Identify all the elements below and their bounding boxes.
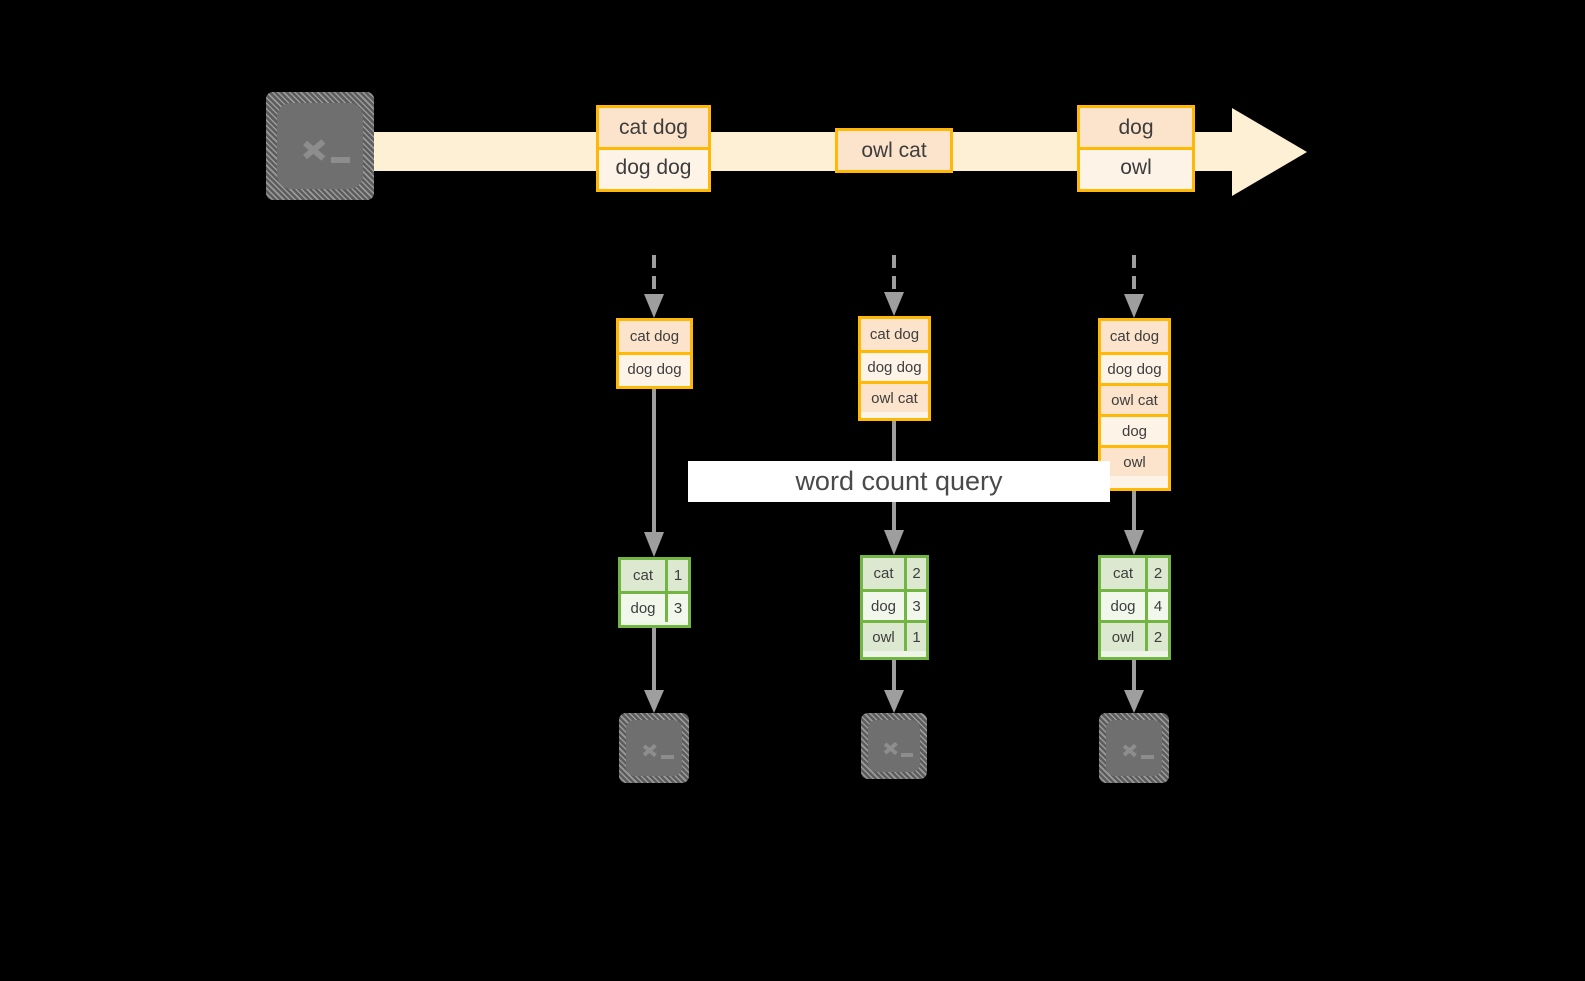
result-word-cell: cat xyxy=(863,558,904,589)
trigger-1-sink-connector-arrowhead xyxy=(644,690,664,713)
trigger-3-sink-connector xyxy=(1132,660,1136,691)
stream-batch-1-line: dog dog xyxy=(599,147,708,186)
result-word-cell: dog xyxy=(863,592,904,620)
trigger-3-stream-connector-arrowhead xyxy=(1124,294,1144,318)
trigger-2-stream-connector xyxy=(892,255,896,294)
input-row: owl xyxy=(1101,445,1168,476)
trigger-1-sink-connector xyxy=(652,628,656,691)
trigger-2-stream-connector-arrowhead xyxy=(884,292,904,316)
input-row: cat dog xyxy=(619,321,690,352)
trigger-3-sink-connector-arrowhead xyxy=(1124,690,1144,713)
trigger-2-sink-terminal-icon xyxy=(861,713,927,779)
input-row: dog xyxy=(1101,414,1168,445)
input-row: cat dog xyxy=(861,319,928,350)
result-count-cell: 2 xyxy=(1145,558,1168,589)
trigger-1-sink-terminal-icon-face xyxy=(626,720,682,776)
result-count-cell: 1 xyxy=(904,623,926,651)
trigger-2-sink-terminal-icon-face xyxy=(868,720,920,772)
trigger-1-stream-connector xyxy=(652,255,656,296)
trigger-1-stream-connector-arrowhead xyxy=(644,294,664,318)
trigger-2-sink-connector-arrowhead xyxy=(884,690,904,713)
result-word-cell: cat xyxy=(621,560,665,591)
result-word-cell: owl xyxy=(1101,623,1145,651)
result-word-cell: dog xyxy=(1101,592,1145,620)
input-row: dog dog xyxy=(1101,352,1168,383)
trigger-2-sink-connector xyxy=(892,660,896,691)
trigger-1-query-connector-arrowhead xyxy=(644,532,664,557)
input-row: owl cat xyxy=(861,381,928,412)
result-count-cell: 3 xyxy=(904,592,926,620)
source-terminal-icon xyxy=(266,92,374,200)
result-count-cell: 2 xyxy=(1145,623,1168,651)
trigger-3-sink-terminal-icon-prompt-underscore xyxy=(1141,755,1154,759)
result-count-cell: 1 xyxy=(665,560,688,591)
input-row: dog dog xyxy=(619,352,690,383)
trigger-1-query-connector xyxy=(652,389,656,533)
stream-pipeline-arrowhead xyxy=(1232,107,1307,196)
input-row: cat dog xyxy=(1101,321,1168,352)
stream-batch-3-line: owl xyxy=(1080,147,1192,186)
source-terminal-icon-face xyxy=(277,103,363,189)
trigger-3-stream-connector xyxy=(1132,255,1136,296)
result-word-cell: owl xyxy=(863,623,904,651)
trigger-1-sink-terminal-icon xyxy=(619,713,689,783)
result-count-cell: 4 xyxy=(1145,592,1168,620)
trigger-1-sink-terminal-icon-prompt-underscore xyxy=(661,755,674,759)
trigger-3-sink-terminal-icon-face xyxy=(1106,720,1162,776)
trigger-3-sink-terminal-icon xyxy=(1099,713,1169,783)
stream-batch-2-line: owl cat xyxy=(838,131,950,170)
result-count-cell: 2 xyxy=(904,558,926,589)
input-row: owl cat xyxy=(1101,383,1168,414)
result-word-cell: cat xyxy=(1101,558,1145,589)
stream-batch-1-line: cat dog xyxy=(599,108,708,147)
result-word-cell: dog xyxy=(621,594,665,622)
source-terminal-icon-prompt-underscore xyxy=(331,157,350,163)
result-count-cell: 3 xyxy=(665,594,688,622)
query-caption: word count query xyxy=(688,461,1110,502)
trigger-2-sink-terminal-icon-prompt-underscore xyxy=(901,753,913,757)
stream-batch-3-line: dog xyxy=(1080,108,1192,147)
trigger-3-query-connector-arrowhead xyxy=(1124,530,1144,555)
stream-batch-2: owl cat xyxy=(835,128,953,173)
trigger-2-query-connector-arrowhead xyxy=(884,530,904,555)
input-row: dog dog xyxy=(861,350,928,381)
trigger-3-query-connector xyxy=(1132,491,1136,531)
